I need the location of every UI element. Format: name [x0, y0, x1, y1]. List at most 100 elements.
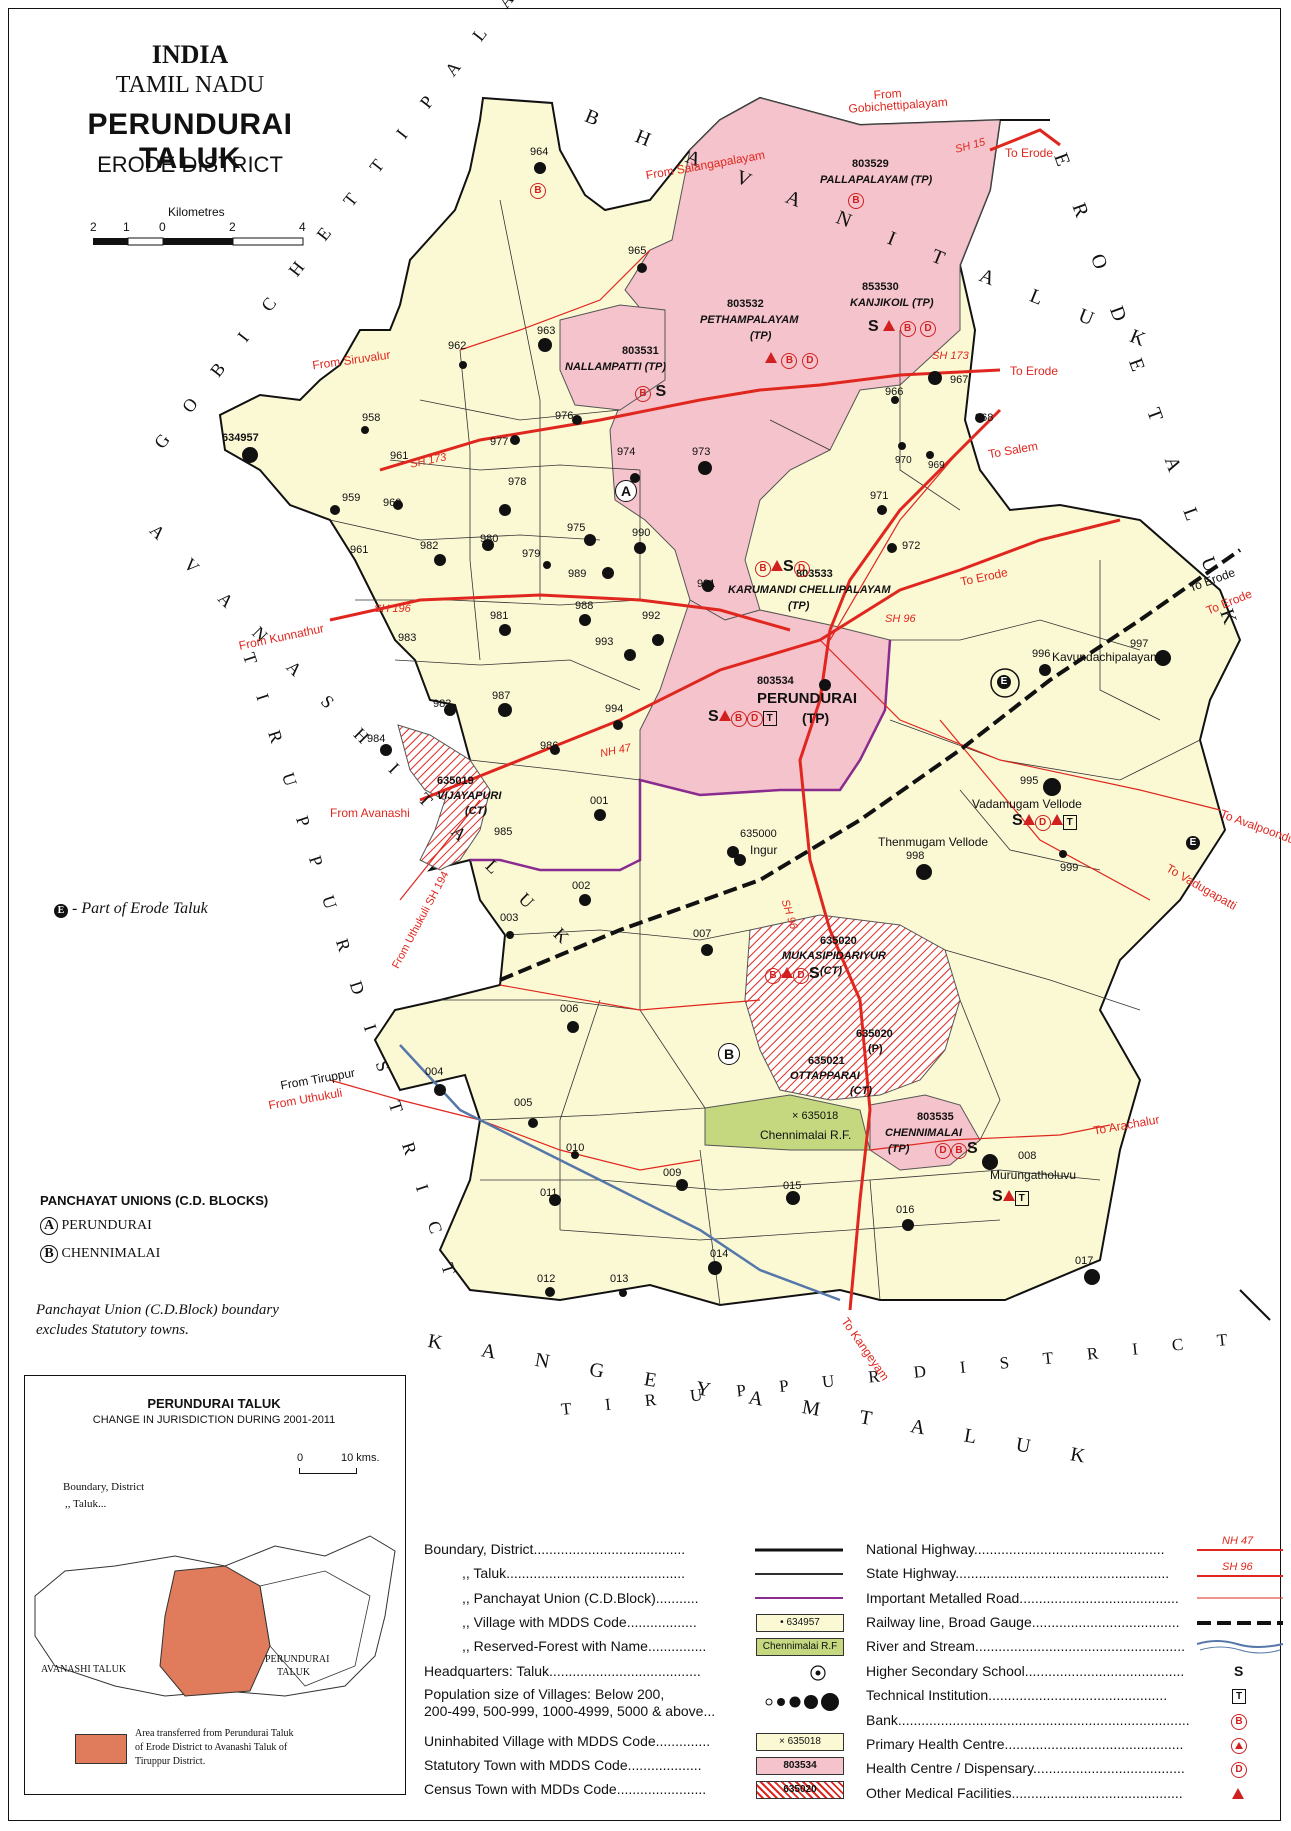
- erode-part-text: - Part of Erode Taluk: [72, 900, 208, 917]
- ct-mukasipidariyur: [744, 914, 961, 1101]
- forest-name: Chennimalai R.F.: [760, 1128, 852, 1142]
- village-label: 987: [492, 690, 511, 702]
- village-label: 988: [575, 600, 594, 612]
- village-label: 998: [906, 850, 925, 862]
- village-label: 969: [928, 460, 945, 471]
- scale-tick: 1: [123, 220, 130, 234]
- taluk-title: PERUNDURAI TALUK: [87, 108, 293, 175]
- legend-nh-tag: NH 47: [1222, 1535, 1254, 1547]
- legend-dispensary: Health Centre / Dispensary..............…: [866, 1760, 1185, 1776]
- legend-village: ,, Village with MDDS Code...............…: [462, 1614, 697, 1630]
- village-label: 006: [560, 1003, 579, 1015]
- road-label: SH 173: [932, 350, 969, 362]
- scale-bar: [93, 237, 304, 246]
- medical-icon: [1002, 1190, 1015, 1201]
- erode-part-legend: E - Part of Erode Taluk: [54, 900, 208, 918]
- bank-icon: B: [848, 193, 864, 209]
- village-label: 965: [628, 245, 647, 257]
- facility-group: B D: [765, 350, 818, 369]
- village-label: 986: [540, 740, 559, 752]
- district-title: ERODE DISTRICT: [97, 152, 283, 177]
- village-label: 013: [610, 1273, 629, 1285]
- railway-line: [499, 548, 1242, 982]
- bank-icon: B: [730, 711, 747, 727]
- bank-icon: B: [899, 321, 916, 337]
- town-name: (TP): [888, 1143, 910, 1155]
- scale-tick: 2: [229, 220, 236, 234]
- town-name: OTTAPPARAI: [790, 1070, 860, 1082]
- inset-note-2: of Erode District to Avanashi Taluk of: [135, 1742, 288, 1753]
- legend-population: Population size of Villages: Below 200,: [424, 1686, 665, 1702]
- legend-road: Important Metalled Road.................…: [866, 1590, 1179, 1606]
- town-code: 803535: [917, 1111, 954, 1123]
- phc-icon: [1231, 1735, 1247, 1754]
- town-code: 803534: [757, 675, 794, 687]
- inset-perundurai-2: TALUK: [277, 1667, 311, 1678]
- village-label: 976: [555, 410, 574, 422]
- river: [399, 1044, 841, 1302]
- town-name: KARUMANDI CHELLIPALAYAM: [728, 584, 891, 596]
- village-label: 002: [572, 880, 591, 892]
- village-label: 961: [350, 544, 369, 556]
- scale-title: Kilometres: [168, 205, 225, 219]
- legend-bank: Bank....................................…: [866, 1712, 1190, 1728]
- medical-icon: [718, 710, 731, 721]
- swatch-uninhabited: × 635018: [756, 1733, 844, 1751]
- scale-tick: 4: [299, 220, 306, 234]
- village-label: 991: [697, 578, 716, 590]
- village-label: 990: [632, 527, 651, 539]
- legend-sh-tag: SH 96: [1222, 1561, 1253, 1573]
- bank-icon: B: [765, 968, 781, 984]
- inset-scale-bar: [299, 1468, 357, 1474]
- village-label: 981: [490, 610, 509, 622]
- town-name: (P): [868, 1043, 883, 1055]
- village-label: 014: [710, 1248, 729, 1260]
- town-code: 635019: [437, 775, 474, 787]
- village-dots: [242, 162, 1171, 1297]
- town-code: 635000: [740, 828, 777, 840]
- village-label: 982: [420, 540, 439, 552]
- swatch-village-text: 634957: [786, 1617, 820, 1628]
- legend-district: Boundary, District......................…: [424, 1541, 686, 1557]
- inset-scale-10: 10 kms.: [341, 1452, 380, 1464]
- town-code: 635021: [808, 1055, 845, 1067]
- village-label: 971: [870, 490, 889, 502]
- bank-icon: B: [951, 1143, 967, 1159]
- pu-b: B CHENNIMALAI: [40, 1245, 160, 1263]
- dispensary-icon: D: [920, 321, 937, 337]
- legend-forest: ,, Reserved-Forest with Name............…: [462, 1638, 707, 1654]
- erode-part-marker: E: [997, 675, 1011, 689]
- village-label: 992: [642, 610, 661, 622]
- village-label: 009: [663, 1167, 682, 1179]
- pu-b-name: CHENNIMALAI: [61, 1246, 161, 1261]
- medical-icon: [771, 560, 783, 571]
- town-name: (TP): [750, 330, 772, 342]
- forest-code-text: 635018: [801, 1110, 839, 1122]
- village-label: 979: [522, 548, 541, 560]
- road-label: SH 96: [885, 613, 916, 625]
- technical-icon: T: [762, 711, 777, 726]
- village-label: 967: [950, 374, 969, 386]
- village-label: 010: [566, 1142, 585, 1154]
- bank-icon: B: [781, 353, 798, 369]
- town-name: Vadamugam Vellode: [972, 797, 1082, 811]
- swatch-village: • 634957: [756, 1614, 844, 1632]
- inset-avanashi: AVANASHI TALUK: [41, 1664, 127, 1675]
- town-name: PERUNDURAI: [757, 690, 858, 707]
- village-label: 960: [383, 497, 402, 509]
- town-name: Thenmugam Vellode: [878, 835, 989, 849]
- road-label: SH 196: [374, 603, 411, 615]
- pu-note-2: excludes Statutory towns.: [36, 1322, 189, 1338]
- state-title: TAMIL NADU: [115, 72, 265, 98]
- inset-scale-0: 0: [297, 1452, 304, 1464]
- inset-subtitle: CHANGE IN JURISDICTION DURING 2001-2011: [92, 1414, 336, 1426]
- village-label: 977: [490, 436, 509, 448]
- pu-heading: PANCHAYAT UNIONS (C.D. BLOCKS): [40, 1193, 269, 1208]
- town-code: 803531: [622, 345, 659, 357]
- medical-icon: [1232, 1786, 1244, 1804]
- bank-icon: B: [530, 183, 546, 199]
- bank-icon: B: [635, 386, 651, 402]
